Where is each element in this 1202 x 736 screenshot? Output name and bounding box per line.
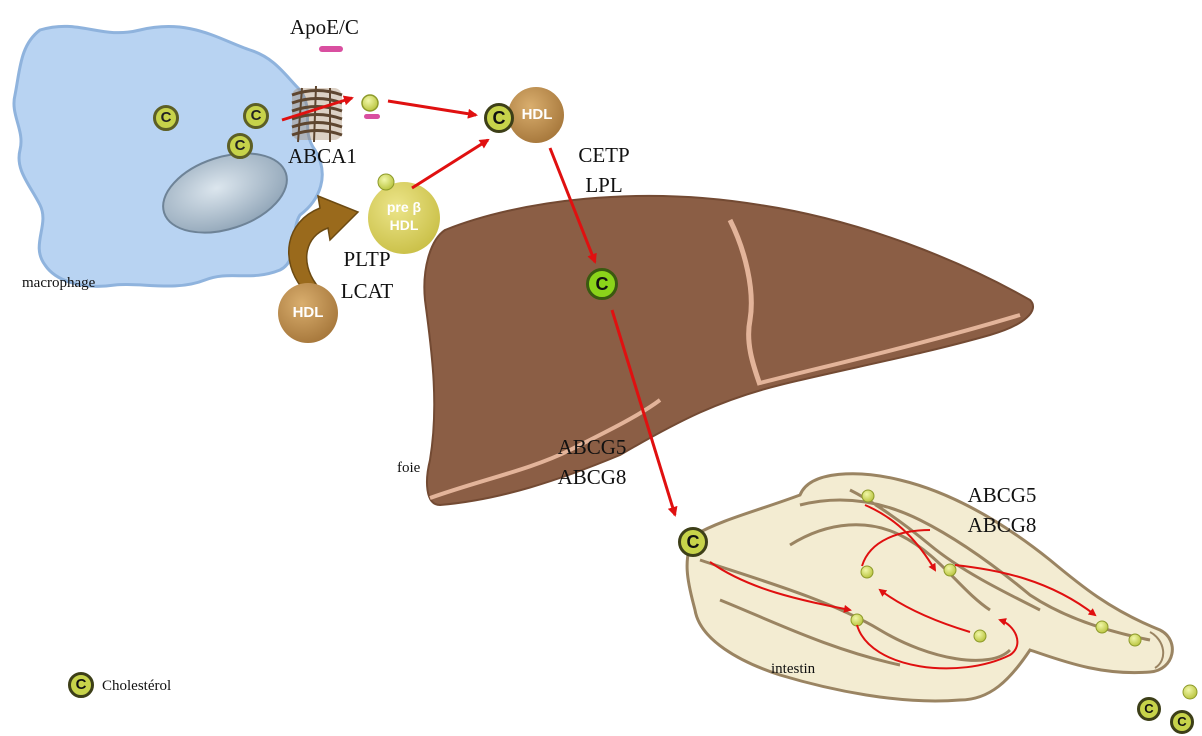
hdl-label-main: HDL [515,104,559,126]
lcat-label: LCAT [327,278,407,304]
pltp-label: PLTP [327,246,407,272]
cholesterol-icon-macro-3: C [227,133,253,159]
pre-beta-cholesterol-dot [378,174,394,190]
lipid-poor-apoa [362,95,378,111]
cholesterol-icon-excreted-2: C [1170,710,1194,734]
legend-cholesterol-label: Cholestérol [102,677,171,695]
macrophage-cell [14,26,322,286]
cetp-label: CETP [568,142,640,168]
cholesterol-icon-macro-2: C [243,103,269,129]
abcg8-intestine-label: ABCG8 [962,512,1042,538]
macrophage-label: macrophage [22,274,95,292]
apoe-label: ApoE/C [290,14,359,40]
abca1-label: ABCA1 [288,143,357,169]
abcg5-liver-label: ABCG5 [552,434,632,460]
liver [424,196,1033,505]
cholesterol-icon-excreted-1: C [1137,697,1161,721]
cholesterol-icon-hdl: C [484,103,514,133]
pre-beta-label-1: pre β [374,198,434,216]
cholesterol-icon-liver: C [586,268,618,300]
apoe-protein [319,46,343,52]
pre-beta-label-2: HDL [374,216,434,234]
apo-protein-small [364,114,380,119]
hdl-label-small: HDL [286,302,330,324]
cholesterol-icon-intestine: C [678,527,708,557]
cholesterol-icon-macro-1: C [153,105,179,131]
intestin-label: intestin [771,660,815,678]
cholesterol-legend-icon: C [68,672,94,698]
abcg5-intestine-label: ABCG5 [962,482,1042,508]
foie-label: foie [397,459,420,477]
lpl-label: LPL [568,172,640,198]
abcg8-liver-label: ABCG8 [552,464,632,490]
